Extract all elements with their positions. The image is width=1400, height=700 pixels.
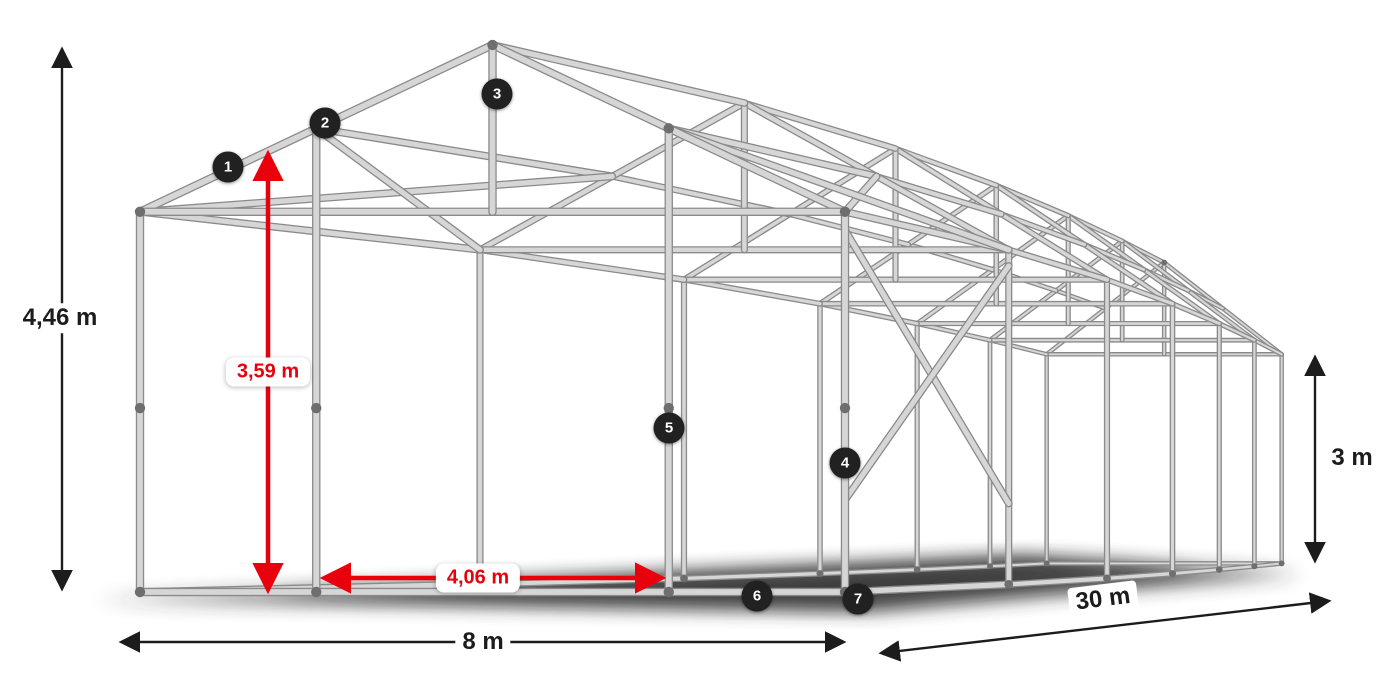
dimension-label-inner-width: 4,06 m [435, 563, 521, 593]
dimension-label-width: 8 m [455, 627, 511, 657]
marker-badge-7: 7 [842, 583, 874, 615]
dimension-label-side-height: 3 m [1324, 443, 1380, 473]
frame-members [134, 39, 1285, 598]
marker-badge-3: 3 [481, 78, 513, 110]
dimension-label-total-height: 4,46 m [15, 303, 105, 333]
marker-badge-4: 4 [829, 447, 861, 479]
marker-badge-1: 1 [212, 151, 244, 183]
length-arrow [878, 592, 1332, 662]
marker-badge-2: 2 [309, 107, 341, 139]
dimension-label-inner-height: 3,59 m [225, 357, 311, 387]
marker-badge-6: 6 [741, 580, 773, 612]
marker-badge-5: 5 [653, 412, 685, 444]
